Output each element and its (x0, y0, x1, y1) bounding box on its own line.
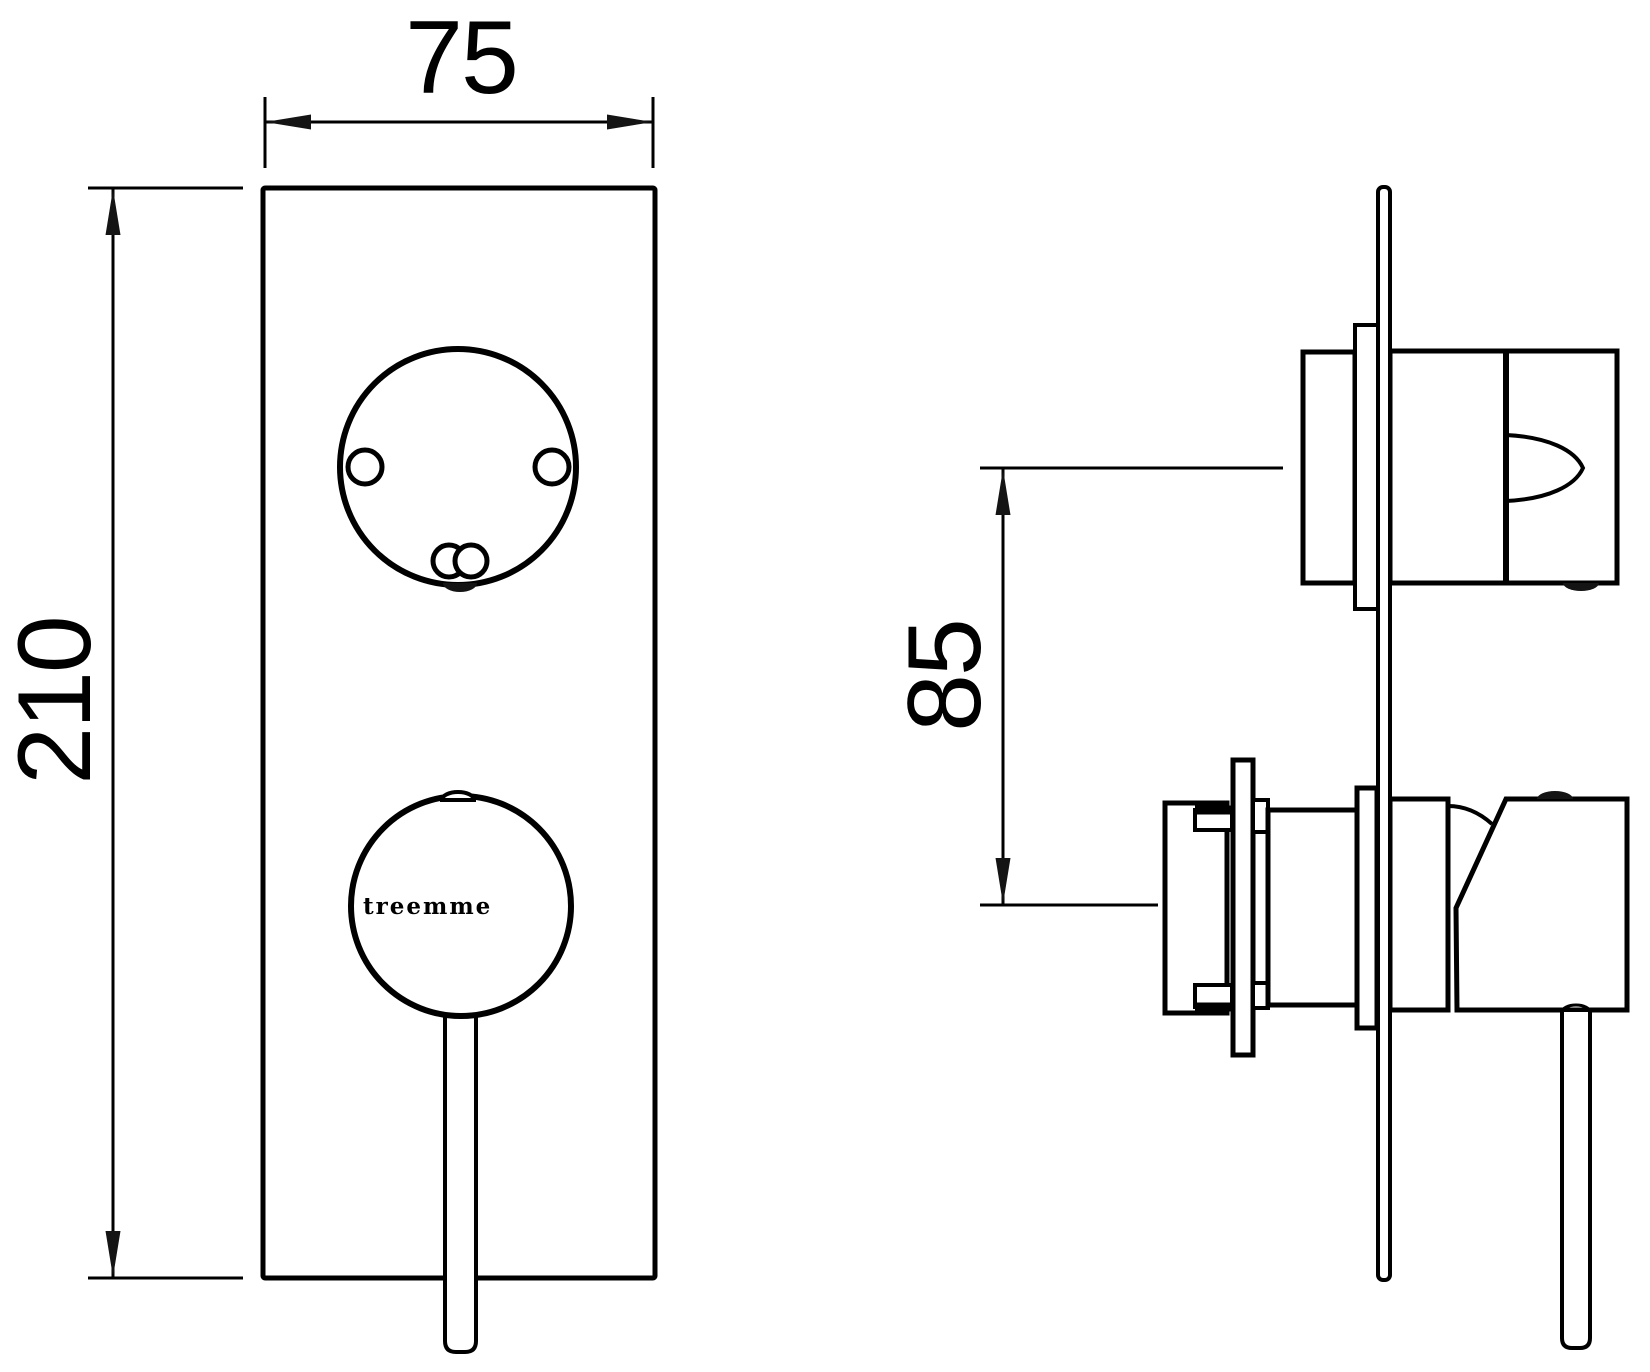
arrowhead-down-icon (995, 858, 1011, 904)
height-dimension-value: 210 (0, 617, 113, 785)
front-mixer-knob-top-detail (439, 790, 477, 802)
diverter-bottom-tab (443, 583, 477, 592)
side-valve-shoulder-arc (1447, 804, 1494, 826)
side-wall-plate (1376, 185, 1392, 1282)
side-top-boss (1353, 323, 1380, 611)
side-lever-head (1453, 796, 1630, 1013)
side-top-knob-grip-recess (1505, 433, 1586, 503)
front-lever-handle (443, 1004, 478, 1354)
diverter-hole-right (532, 447, 572, 487)
side-valve-cartridge (1265, 807, 1360, 1008)
diverter-outlet-ring-right (452, 542, 490, 580)
width-dimension-value: 75 (405, 0, 517, 116)
side-valve-inwall-box (1162, 800, 1230, 1016)
center-distance-dimension: 85 (887, 466, 1283, 907)
width-dimension: 75 (263, 0, 655, 168)
side-top-inwall-box (1300, 349, 1358, 586)
side-lever-head-screw-dome (1537, 791, 1573, 799)
side-lever-rod (1560, 1012, 1592, 1350)
arrowhead-down-icon (105, 1231, 121, 1277)
arrowhead-up-icon (995, 469, 1011, 515)
side-lever-rod-top-arc (1560, 1003, 1592, 1013)
arrowhead-left-icon (265, 114, 311, 130)
arrowhead-right-icon (607, 114, 653, 130)
brand-label: treemme (363, 893, 492, 920)
diverter-hole-left (345, 447, 385, 487)
front-view: treemme (260, 185, 658, 1354)
side-valve-inner-flange (1230, 757, 1256, 1058)
side-top-knob-bottom-detail (1563, 583, 1599, 591)
side-view (1162, 185, 1630, 1350)
side-valve-outer-flange (1354, 785, 1380, 1031)
center-distance-dimension-value: 85 (887, 620, 1003, 732)
side-valve-front-cylinder (1387, 796, 1451, 1013)
arrowhead-up-icon (105, 189, 121, 235)
height-dimension: 210 (0, 186, 243, 1280)
